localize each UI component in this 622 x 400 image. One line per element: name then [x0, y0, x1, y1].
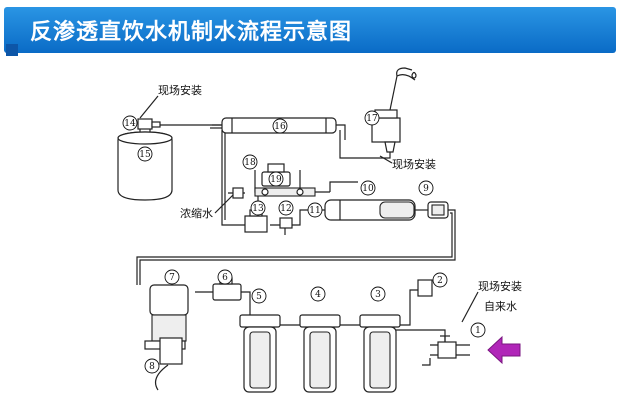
inlet-valve — [417, 279, 433, 297]
component-number-4: 4 — [310, 286, 326, 302]
title-bar — [4, 7, 616, 53]
label-tap-water: 自来水 — [484, 300, 517, 313]
filter-housing-3 — [359, 314, 401, 393]
component-number-10: 10 — [360, 180, 376, 196]
water-flow-diagram: 1 2 3 4 5 6 7 8 9 10 11 12 13 14 15 16 1… — [117, 67, 522, 393]
concentrate-valve — [232, 187, 244, 199]
svg-text:11: 11 — [309, 206, 320, 216]
component-numbers: 1 2 3 4 5 6 7 8 9 10 11 12 13 14 15 16 1… — [122, 110, 486, 374]
component-number-2: 2 — [432, 272, 448, 288]
label-field-install-inlet: 现场安装 — [478, 279, 522, 293]
component-number-8: 8 — [144, 358, 160, 374]
ro-membrane — [324, 199, 416, 221]
component-number-7: 7 — [164, 269, 180, 285]
check-valve — [279, 217, 293, 229]
auto-shutoff-valve — [254, 163, 316, 197]
component-number-17: 17 — [364, 110, 380, 126]
component-number-9: 9 — [418, 180, 434, 196]
label-concentrate: 浓缩水 — [180, 207, 213, 220]
svg-text:8: 8 — [149, 362, 155, 372]
svg-text:19: 19 — [270, 175, 282, 185]
component-number-14: 14 — [122, 115, 138, 131]
component-number-11: 11 — [307, 202, 323, 218]
banner-marker — [6, 44, 18, 56]
svg-text:3: 3 — [375, 290, 381, 300]
svg-text:14: 14 — [124, 119, 136, 129]
svg-text:17: 17 — [366, 114, 378, 124]
tap-tee — [422, 335, 470, 366]
svg-text:13: 13 — [252, 204, 264, 214]
component-number-18: 18 — [242, 154, 258, 170]
svg-text:7: 7 — [169, 273, 175, 283]
component-number-6: 6 — [217, 269, 233, 285]
svg-text:4: 4 — [315, 290, 321, 300]
svg-text:10: 10 — [362, 184, 374, 194]
component-number-13: 13 — [250, 200, 266, 216]
filter-housing-4 — [299, 314, 341, 393]
tank-valve — [137, 118, 161, 130]
component-number-16: 16 — [272, 118, 288, 134]
svg-text:9: 9 — [423, 184, 429, 194]
svg-text:15: 15 — [139, 150, 151, 160]
label-field-install-tank: 现场安装 — [158, 83, 202, 97]
title-banner: 反渗透直饮水机制水流程示意图 — [0, 0, 622, 60]
svg-text:2: 2 — [437, 276, 443, 286]
svg-text:1: 1 — [475, 326, 481, 336]
low-pressure-switch — [427, 201, 449, 219]
pressure-tank — [117, 121, 173, 201]
faucet — [371, 67, 417, 153]
component-number-15: 15 — [137, 146, 153, 162]
component-number-1: 1 — [470, 322, 486, 338]
component-number-12: 12 — [278, 200, 294, 216]
svg-text:18: 18 — [244, 158, 256, 168]
filter-housing-5 — [239, 314, 281, 393]
page-title: 反渗透直饮水机制水流程示意图 — [30, 20, 353, 45]
component-number-3: 3 — [370, 286, 386, 302]
transformer — [159, 337, 183, 365]
svg-text:12: 12 — [280, 204, 291, 214]
label-field-install-faucet: 现场安装 — [392, 157, 436, 171]
component-number-5: 5 — [251, 288, 267, 304]
svg-text:16: 16 — [274, 122, 286, 132]
tap-water-inlet-arrow — [487, 335, 521, 365]
svg-text:5: 5 — [256, 292, 262, 302]
component-number-19: 19 — [268, 171, 284, 187]
svg-text:6: 6 — [222, 273, 228, 283]
